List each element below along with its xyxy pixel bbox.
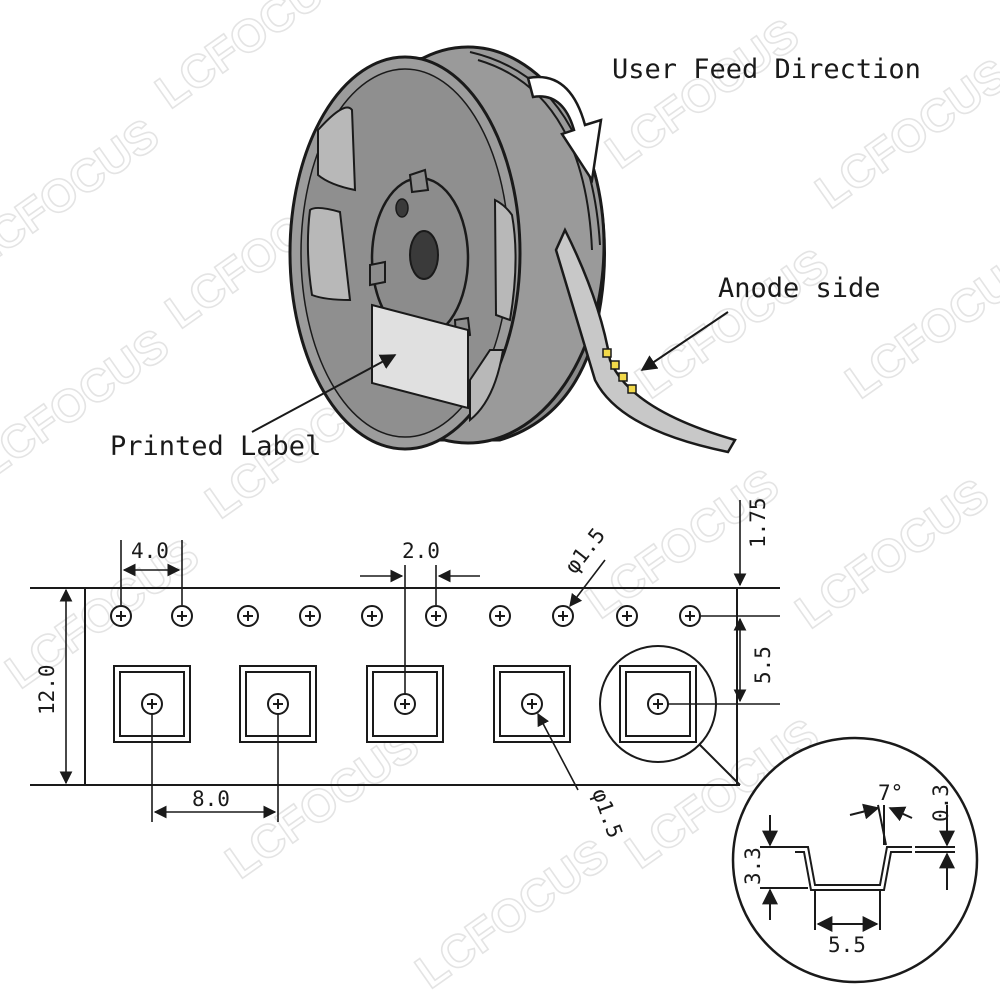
- led-component: [610, 360, 620, 370]
- reel-window: [493, 198, 517, 322]
- sprocket-hole: [489, 605, 511, 627]
- sprocket-hole: [299, 605, 321, 627]
- reel-window: [469, 349, 505, 423]
- anode-side-label: Anode side: [718, 273, 881, 304]
- pocket-profile: [795, 846, 912, 886]
- feed-direction-arrow: [526, 75, 603, 184]
- watermark: LCFOCUS: [596, 8, 808, 178]
- dim-sprocket-pitch: 4.0: [131, 539, 169, 563]
- watermark: LCFOCUS: [786, 468, 998, 638]
- dim-edge-to-hole: 1.75: [746, 497, 770, 548]
- pocket: [366, 665, 444, 743]
- sprocket-hole: [361, 605, 383, 627]
- detail-leader: [699, 744, 741, 786]
- anode-side-leader: [640, 311, 729, 371]
- pocket: [493, 665, 571, 743]
- sprocket-hole: [171, 605, 193, 627]
- reel-hub-flange: [408, 168, 430, 194]
- watermark: LCFOCUS: [0, 108, 168, 278]
- sprocket-hole: [425, 605, 447, 627]
- led-component: [627, 384, 637, 394]
- dim-hole-to-pocket-center: 5.5: [751, 646, 775, 684]
- sprocket-hole: [237, 605, 259, 627]
- unwinding-tape: [554, 227, 737, 454]
- dim-pocket-pitch: 8.0: [192, 787, 230, 811]
- detail-circle: [731, 736, 979, 984]
- pocket-cross-section-detail: 7° 0.3 3.3 5.5: [731, 736, 979, 984]
- dim-draft-angle: 7°: [878, 781, 903, 805]
- dim-tape-width: 12.0: [35, 664, 59, 715]
- watermark: LCFOCUS: [836, 238, 1000, 408]
- reel: [288, 45, 737, 454]
- tape-dimensions: [59, 500, 780, 822]
- dim-pocket-depth: 3.3: [741, 847, 765, 885]
- watermark: LCFOCUS: [0, 318, 178, 488]
- watermark: LCFOCUS: [406, 828, 618, 998]
- reel-spindle-hole: [409, 230, 439, 280]
- printed-label-label: Printed Label: [110, 431, 321, 462]
- watermark: LCFOCUS: [216, 718, 428, 888]
- dim-tape-thickness: 0.3: [929, 784, 953, 822]
- feed-direction-label: User Feed Direction: [612, 54, 921, 85]
- led-component: [618, 372, 628, 382]
- watermark: LCFOCUS: [626, 238, 838, 408]
- pockets: [113, 645, 741, 786]
- reel-window: [306, 206, 352, 302]
- dim-pocket-to-hole-offset: 2.0: [402, 539, 440, 563]
- watermark: LCFOCUS: [146, 0, 358, 118]
- sprocket-holes: [110, 605, 701, 627]
- sprocket-hole: [552, 605, 574, 627]
- led-component: [602, 348, 612, 358]
- dim-pocket-width: 5.5: [828, 933, 866, 957]
- sprocket-hole: [616, 605, 638, 627]
- reel-window: [317, 106, 357, 192]
- printed-label-leader: [251, 354, 397, 433]
- sprocket-hole: [110, 605, 132, 627]
- dim-pocket-hole-dia: φ1.5: [587, 786, 627, 842]
- printed-label-area: [371, 303, 469, 410]
- sprocket-hole: [679, 605, 701, 627]
